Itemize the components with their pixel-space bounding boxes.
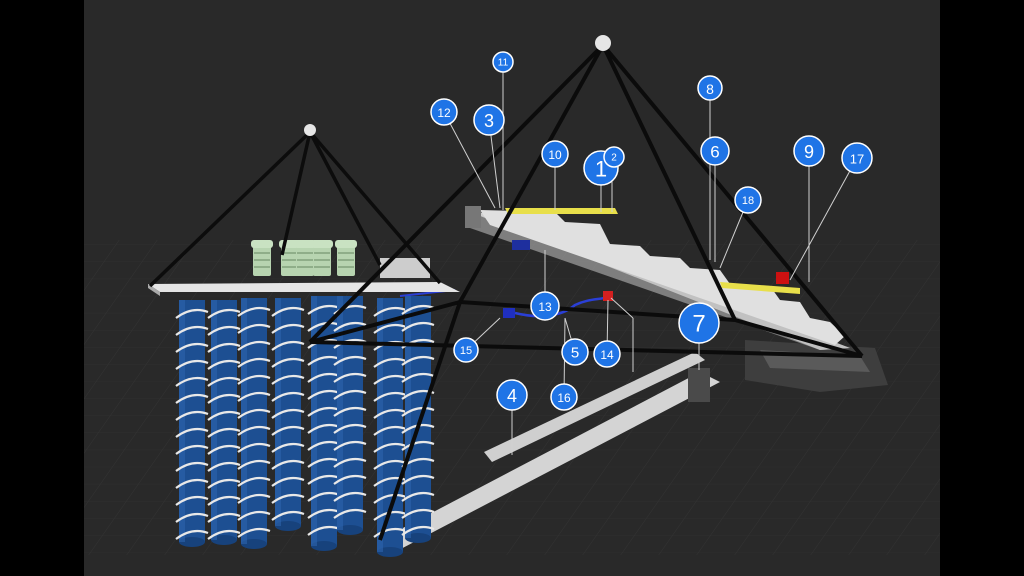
staircase <box>380 206 850 350</box>
hotspot-label: 2 <box>611 153 617 164</box>
support-block <box>688 368 710 402</box>
lower-beams <box>380 352 720 552</box>
leader-lines <box>443 62 858 455</box>
hotspot-marker-13[interactable]: 13 <box>530 291 560 321</box>
hotspot-label: 3 <box>484 111 494 131</box>
small-apex-sphere <box>304 124 316 136</box>
green-module <box>335 240 357 276</box>
coil-tube <box>401 296 435 543</box>
hotspot-marker-11[interactable]: 11 <box>492 51 514 73</box>
hotspot-marker-12[interactable]: 12 <box>430 98 458 126</box>
green-module <box>251 240 273 276</box>
hotspot-marker-10[interactable]: 10 <box>541 140 569 168</box>
large-pyramid-frame <box>308 43 864 541</box>
coil-array <box>175 296 435 557</box>
hotspot-marker-14[interactable]: 14 <box>593 340 621 368</box>
hotspot-label: 7 <box>692 311 705 338</box>
hotspot-label: 9 <box>804 142 814 162</box>
hotspot-marker-15[interactable]: 15 <box>453 337 479 363</box>
floor-grid <box>84 239 940 556</box>
green-module <box>294 240 316 276</box>
hotspot-label: 15 <box>460 345 472 357</box>
large-apex-sphere <box>595 35 611 51</box>
hotspot-label: 6 <box>710 143 719 162</box>
green-module <box>311 240 333 276</box>
hotspot-label: 10 <box>548 148 562 162</box>
coil-tube <box>237 298 271 549</box>
hotspot-label: 1 <box>595 157 607 182</box>
hotspot-label: 16 <box>557 391 571 405</box>
hotspot-label: 13 <box>538 300 552 314</box>
hotspot-label: 17 <box>850 152 864 167</box>
hotspot-marker-9[interactable]: 9 <box>793 135 825 167</box>
hotspot-marker-4[interactable]: 4 <box>496 379 528 411</box>
modules <box>251 240 357 276</box>
coil-tube <box>175 300 209 547</box>
hotspot-label: 14 <box>600 348 614 362</box>
hotspot-label: 4 <box>507 386 517 406</box>
hotspot-label: 18 <box>742 195 754 207</box>
hotspot-label: 8 <box>706 81 714 97</box>
hotspot-marker-3[interactable]: 3 <box>473 104 505 136</box>
red-node-right <box>776 272 789 284</box>
hotspot-marker-7[interactable]: 7 <box>678 302 720 344</box>
coil-tube <box>271 298 305 531</box>
hotspot-marker-16[interactable]: 16 <box>550 383 578 411</box>
hotspot-label: 11 <box>498 58 509 69</box>
hotspot-marker-18[interactable]: 18 <box>734 186 762 214</box>
hotspot-marker-5[interactable]: 5 <box>561 338 589 366</box>
hotspot-marker-2[interactable]: 2 <box>603 146 625 168</box>
hotspot-marker-17[interactable]: 17 <box>841 142 873 174</box>
hotspot-marker-8[interactable]: 8 <box>697 75 723 101</box>
coil-tube <box>373 298 407 557</box>
hotspot-label: 12 <box>437 106 451 120</box>
small-pyramid-frame <box>148 130 442 288</box>
coil-tube <box>207 300 241 545</box>
hotspot-marker-6[interactable]: 6 <box>700 136 730 166</box>
hotspot-label: 5 <box>571 345 579 362</box>
stair-top-block <box>465 206 481 228</box>
